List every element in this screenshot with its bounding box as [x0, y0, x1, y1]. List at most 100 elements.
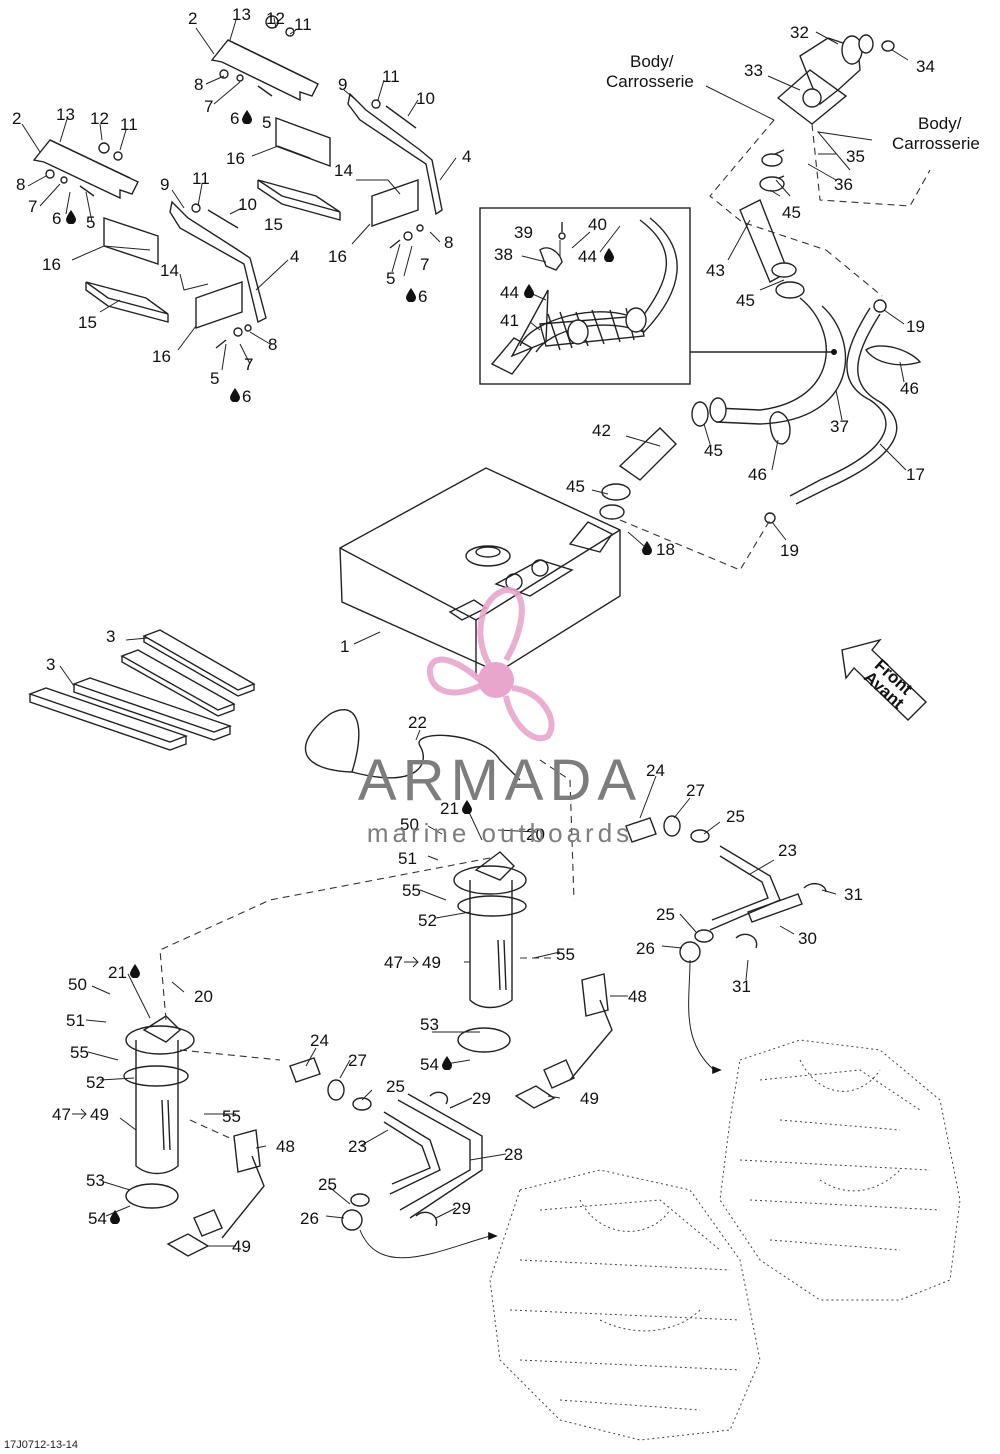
callout-10: 10 [238, 195, 257, 214]
carrosserie-label: Carrosserie [892, 134, 980, 153]
drop-icon [642, 541, 652, 555]
callout-2: 2 [188, 9, 197, 28]
callout-45: 45 [704, 441, 723, 460]
watermark-brand: ARMADA [358, 748, 642, 813]
callout-7: 7 [244, 355, 253, 374]
callout-40: 40 [588, 215, 607, 234]
callout-9: 9 [338, 75, 347, 94]
engine-routing-arrows [359, 959, 722, 1259]
callout-25: 25 [386, 1077, 405, 1096]
callout-49: 49 [422, 953, 441, 972]
callout-53: 53 [420, 1015, 439, 1034]
foam-pads [27, 629, 256, 751]
callout-45: 45 [566, 477, 585, 496]
callout-4: 4 [290, 247, 299, 266]
callout-28: 28 [504, 1145, 523, 1164]
drop-icon [442, 1056, 452, 1070]
callout-16: 16 [328, 247, 347, 266]
callout-15: 15 [264, 215, 283, 234]
callout-5: 5 [386, 269, 395, 288]
body-label: Body/ [630, 52, 674, 71]
callout-8: 8 [444, 233, 453, 252]
callout-20: 20 [194, 987, 213, 1006]
callout-46: 46 [900, 379, 919, 398]
callout-8: 8 [268, 335, 277, 354]
callout-24: 24 [646, 761, 665, 780]
carrosserie-label: Carrosserie [606, 72, 694, 91]
callout-21: 21 [108, 963, 127, 982]
callout-51: 51 [66, 1011, 85, 1030]
callout-18: 18 [656, 540, 675, 559]
callout-41: 41 [500, 311, 519, 330]
callout-29: 29 [452, 1199, 471, 1218]
callout-1: 1 [340, 637, 349, 656]
filler-neck-assembly [599, 34, 922, 524]
callout-19: 19 [780, 541, 799, 560]
callout-37: 37 [830, 417, 849, 436]
callout-36: 36 [834, 175, 853, 194]
callout-8: 8 [16, 175, 25, 194]
body-label: Body/ [918, 114, 962, 133]
callout-5: 5 [210, 369, 219, 388]
fuel-lines-upper [625, 815, 827, 963]
callout-25: 25 [656, 905, 675, 924]
callout-11: 11 [120, 115, 138, 134]
callout-52: 52 [418, 911, 437, 930]
leader-lines [21, 17, 909, 1247]
callout-27: 27 [348, 1051, 367, 1070]
callout-5: 5 [86, 213, 95, 232]
bracket-assembly-upper [210, 15, 443, 249]
callout-31: 31 [844, 885, 863, 904]
callout-51: 51 [398, 849, 417, 868]
callout-29: 29 [472, 1089, 491, 1108]
callout-42: 42 [592, 421, 611, 440]
callout-23: 23 [778, 841, 797, 860]
callout-14: 14 [334, 161, 353, 180]
callout-27: 27 [686, 781, 705, 800]
callout-55: 55 [402, 881, 421, 900]
brand-watermark: ARMADA marine outboards [358, 587, 642, 848]
callout-52: 52 [86, 1073, 105, 1092]
callout-25: 25 [726, 807, 745, 826]
callout-22: 22 [408, 713, 427, 732]
callout-15: 15 [78, 313, 97, 332]
callout-2: 2 [12, 109, 21, 128]
callout-45: 45 [782, 203, 801, 222]
fuel-pump-upper [453, 851, 613, 1109]
callout-32: 32 [790, 23, 809, 42]
callout-17: 17 [906, 465, 925, 484]
callout-16: 16 [226, 149, 245, 168]
callout-11: 11 [382, 67, 400, 86]
drawing-id: 17J0712-13-14 [4, 1439, 78, 1451]
callout-25: 25 [318, 1175, 337, 1194]
callout-33: 33 [744, 61, 763, 80]
callout-55: 55 [70, 1043, 89, 1062]
callout-13: 13 [232, 5, 251, 24]
callout-7: 7 [28, 197, 37, 216]
fuel-tank [339, 467, 621, 676]
engine-lower [489, 1169, 761, 1441]
callout-5: 5 [262, 113, 271, 132]
callout-44: 44 [578, 247, 597, 266]
propeller-logo [426, 587, 555, 742]
callout-48: 48 [276, 1137, 295, 1156]
drop-icon [130, 964, 140, 978]
drop-icon [604, 248, 614, 262]
bracket-assembly-lower [32, 139, 267, 349]
drop-icon [524, 284, 534, 298]
callout-6: 6 [52, 209, 61, 228]
callout-35: 35 [846, 147, 865, 166]
callout-8: 8 [194, 75, 203, 94]
callout-3: 3 [106, 627, 115, 646]
callout-55: 55 [222, 1107, 241, 1126]
callout-46: 46 [748, 465, 767, 484]
range-arrows [72, 956, 419, 1120]
callout-6: 6 [230, 109, 239, 128]
drop-icon [110, 1210, 120, 1224]
callout-11: 11 [294, 15, 312, 34]
fuel-pump-lower [123, 1015, 265, 1257]
arrow-right-icon [404, 956, 419, 968]
callout-49: 49 [90, 1105, 109, 1124]
drop-icon [406, 288, 416, 302]
